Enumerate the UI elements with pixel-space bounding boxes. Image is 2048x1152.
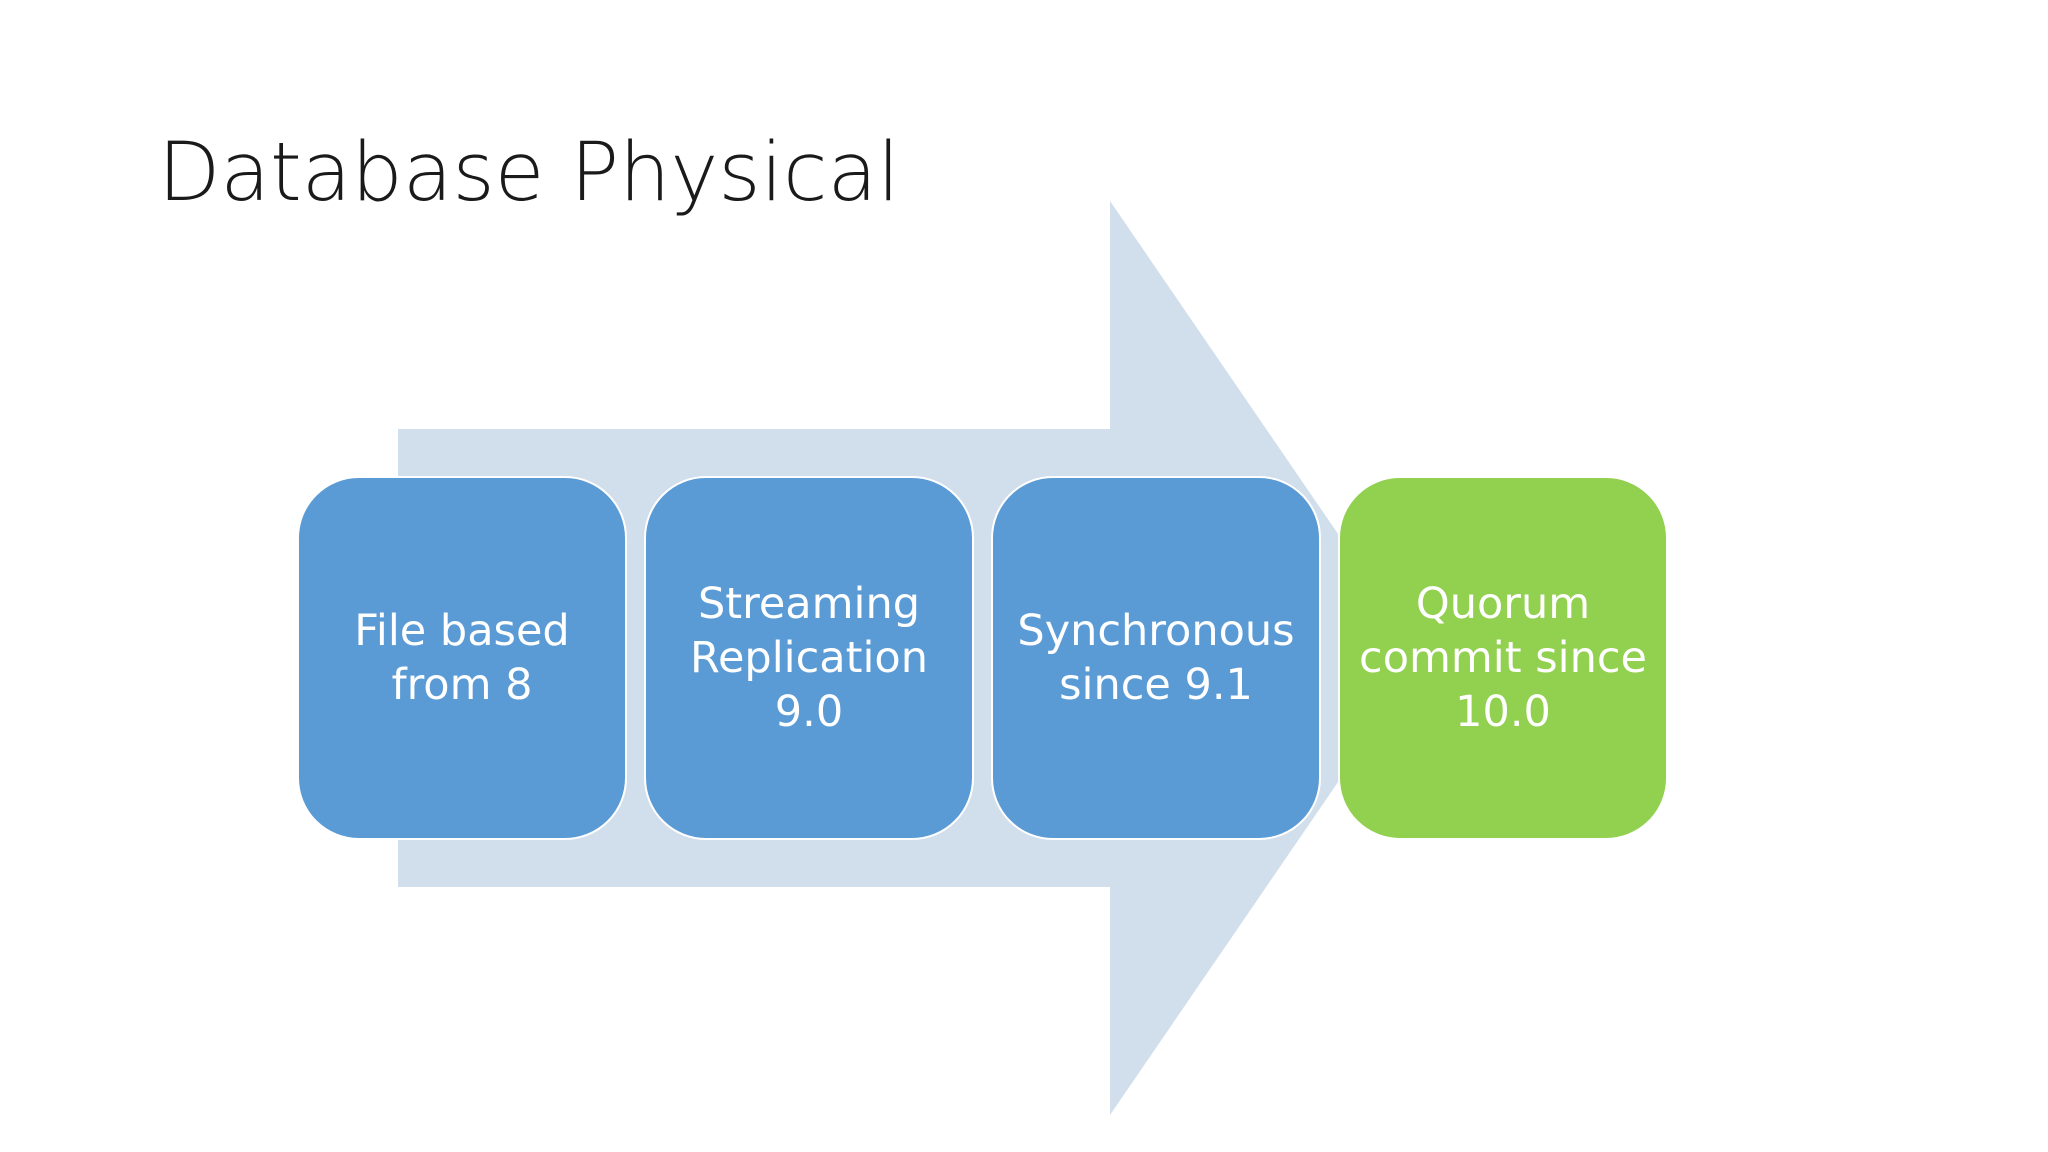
step-file-based: File based from 8 (297, 476, 627, 840)
step-line: 10.0 (1455, 687, 1551, 737)
step-line: Streaming (697, 579, 921, 629)
slide-title: Database Physical (158, 126, 900, 220)
step-line: Quorum (1415, 579, 1591, 629)
step-line: Replication (690, 633, 928, 683)
step-line: Synchronous (1017, 606, 1295, 656)
step-streaming-replication: Streaming Replication 9.0 (644, 476, 974, 840)
step-quorum-commit: Quorum commit since 10.0 (1338, 476, 1668, 840)
step-line: since 9.1 (1059, 660, 1253, 710)
step-line: from 8 (391, 660, 533, 710)
step-line: commit since (1359, 633, 1647, 683)
step-line: 9.0 (774, 687, 844, 737)
step-line: File based (354, 606, 570, 656)
step-synchronous: Synchronous since 9.1 (991, 476, 1321, 840)
